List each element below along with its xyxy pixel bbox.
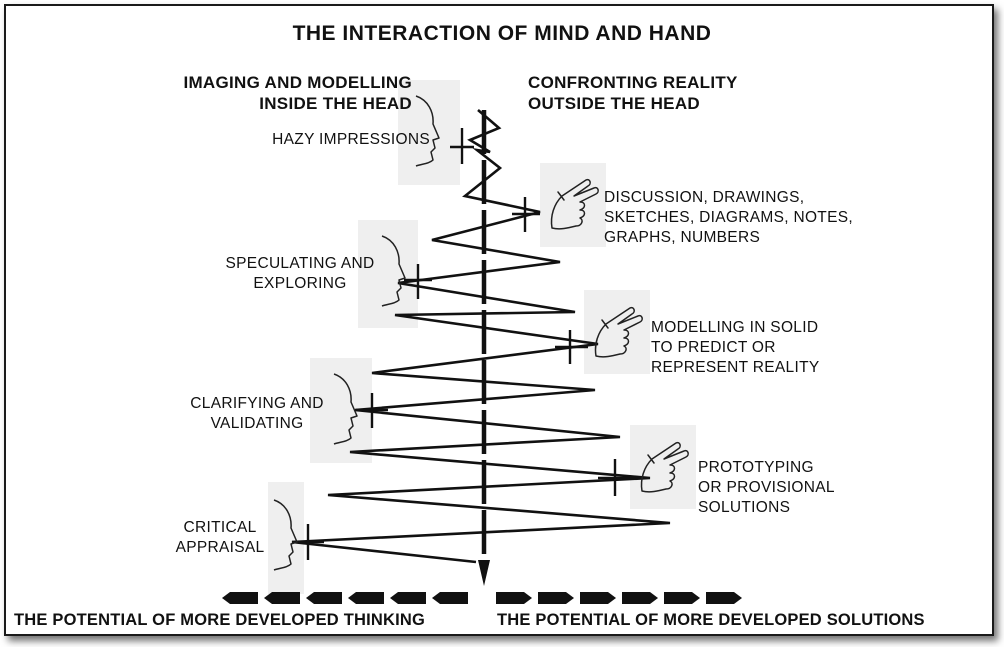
pointing-hand-icon bbox=[550, 178, 599, 230]
right-heading-line: CONFRONTING REALITY bbox=[528, 73, 738, 92]
label-line: SPECULATING AND bbox=[225, 255, 375, 272]
arrow-right-icon bbox=[538, 592, 574, 604]
label-modelling-in-solid: MODELLING IN SOLID TO PREDICT OR REPRESE… bbox=[651, 318, 819, 378]
page-title: THE INTERACTION OF MIND AND HAND bbox=[292, 22, 712, 45]
head-profile-icon bbox=[333, 373, 358, 445]
label-line: MODELLING IN SOLID bbox=[651, 319, 819, 336]
label-line: EXPLORING bbox=[253, 275, 347, 292]
label-line: HAZY IMPRESSIONS bbox=[272, 131, 430, 148]
head-profile-icon bbox=[415, 95, 440, 167]
footer-left-caption: THE POTENTIAL OF MORE DEVELOPED THINKING bbox=[14, 611, 426, 629]
label-prototyping: PROTOTYPING OR PROVISIONAL SOLUTIONS bbox=[698, 458, 835, 518]
pointing-hand-icon bbox=[640, 441, 689, 493]
label-line: DISCUSSION, DRAWINGS, bbox=[604, 189, 805, 206]
pointing-hand-icon bbox=[594, 306, 643, 358]
arrow-left-icon bbox=[222, 592, 258, 604]
label-line: APPRAISAL bbox=[175, 539, 265, 556]
arrow-left-icon bbox=[348, 592, 384, 604]
left-heading-line: IMAGING AND MODELLING bbox=[183, 73, 412, 92]
label-line: TO PREDICT OR bbox=[651, 339, 776, 356]
arrow-right-icon bbox=[622, 592, 658, 604]
label-line: CLARIFYING AND bbox=[190, 395, 324, 412]
arrow-right-icon bbox=[580, 592, 616, 604]
hand-shade-2 bbox=[584, 290, 650, 374]
arrow-left-icon bbox=[264, 592, 300, 604]
label-line: PROTOTYPING bbox=[698, 459, 814, 476]
right-heading: CONFRONTING REALITY OUTSIDE THE HEAD bbox=[528, 72, 738, 114]
arrow-left-icon bbox=[432, 592, 468, 604]
label-line: GRAPHS, NUMBERS bbox=[604, 229, 761, 246]
tick-marks bbox=[292, 128, 632, 560]
head-profile-icon bbox=[381, 235, 406, 307]
label-line: SOLUTIONS bbox=[698, 499, 791, 516]
arrow-right-icon bbox=[496, 592, 532, 604]
label-line: REPRESENT REALITY bbox=[651, 359, 820, 376]
arrow-right-icon bbox=[706, 592, 742, 604]
head-shade-1 bbox=[398, 80, 460, 185]
central-axis bbox=[478, 110, 490, 586]
label-line: SKETCHES, DIAGRAMS, NOTES, bbox=[604, 209, 853, 226]
left-heading-line: INSIDE THE HEAD bbox=[259, 94, 412, 113]
arrow-right-icon bbox=[664, 592, 700, 604]
label-critical-appraisal: CRITICAL APPRAISAL bbox=[166, 518, 274, 558]
right-heading-line: OUTSIDE THE HEAD bbox=[528, 94, 700, 113]
label-line: VALIDATING bbox=[210, 415, 304, 432]
label-line: OR PROVISIONAL bbox=[698, 479, 835, 496]
label-line: CRITICAL bbox=[183, 519, 257, 536]
hand-shade-3 bbox=[630, 425, 696, 509]
footer-right-caption: THE POTENTIAL OF MORE DEVELOPED SOLUTION… bbox=[497, 611, 925, 629]
arrow-left-icon bbox=[306, 592, 342, 604]
left-heading: IMAGING AND MODELLING INSIDE THE HEAD bbox=[100, 72, 412, 114]
label-hazy-impressions: HAZY IMPRESSIONS bbox=[180, 130, 430, 150]
label-speculating-exploring: SPECULATING AND EXPLORING bbox=[210, 254, 390, 294]
head-profile-icon bbox=[273, 499, 298, 571]
arrow-left-icon bbox=[390, 592, 426, 604]
hand-shade-1 bbox=[540, 163, 606, 247]
label-clarifying-validating: CLARIFYING AND VALIDATING bbox=[172, 394, 342, 434]
zigzag-line bbox=[291, 109, 671, 564]
head-shade-2 bbox=[358, 220, 418, 328]
label-discussion-drawings: DISCUSSION, DRAWINGS, SKETCHES, DIAGRAMS… bbox=[604, 188, 853, 248]
